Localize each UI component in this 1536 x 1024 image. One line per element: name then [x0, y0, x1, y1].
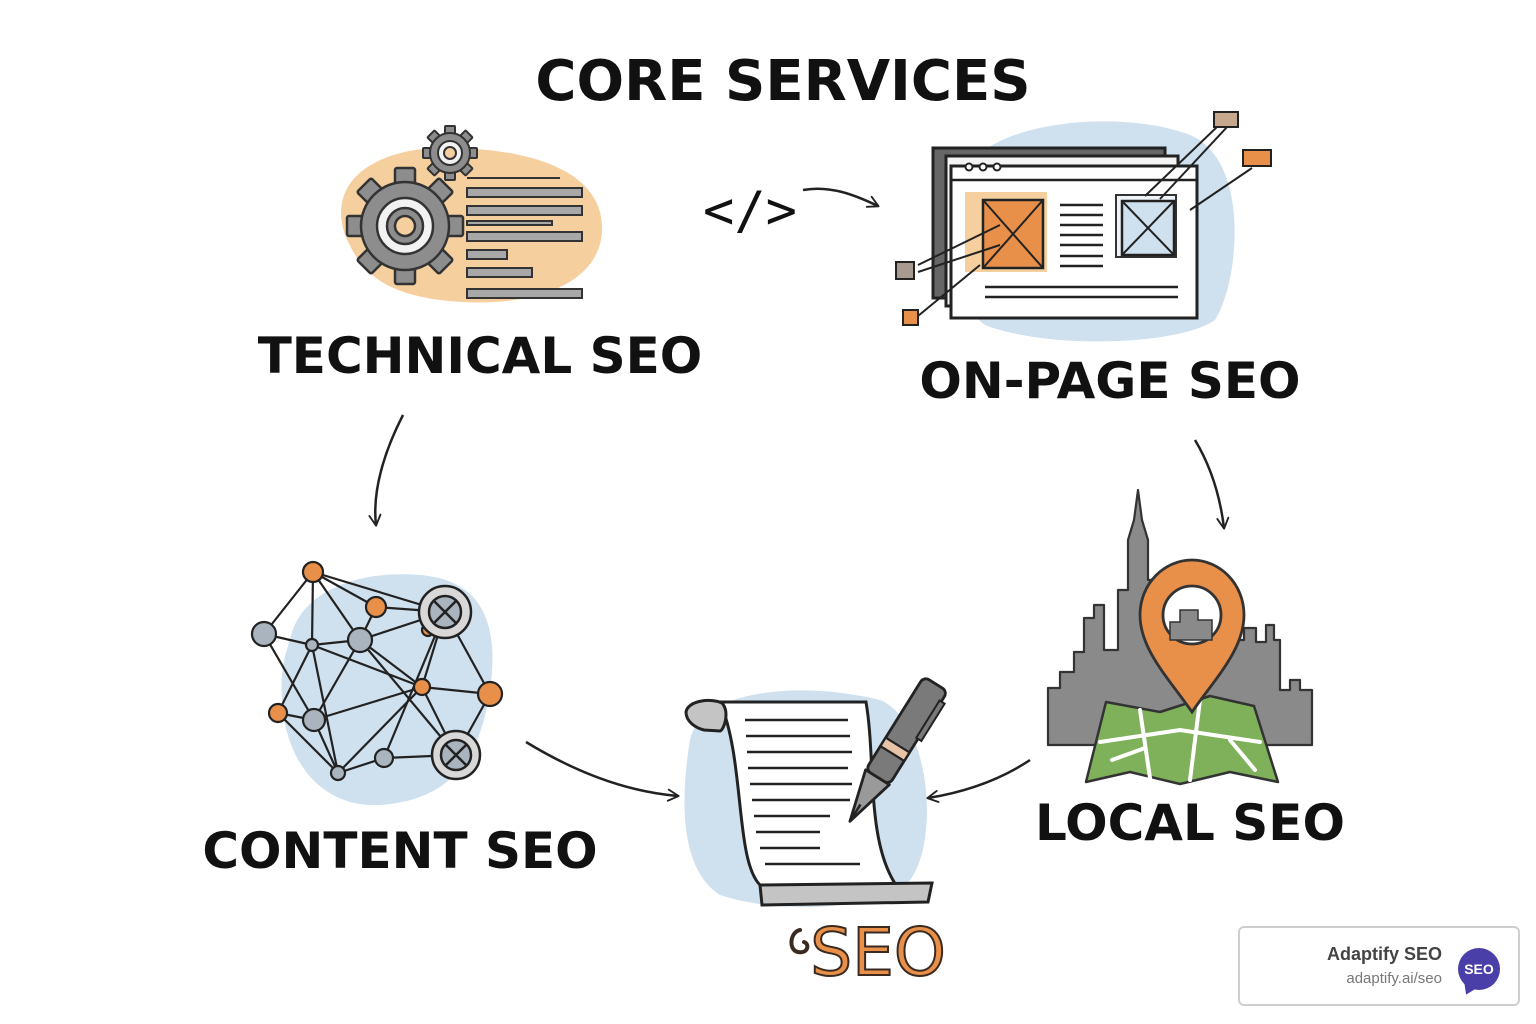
gears-code-icon [341, 125, 603, 303]
arrow-content-to-center [525, 740, 680, 802]
service-label-technical: TECHNICAL SEO [258, 327, 703, 385]
arrow-onpage-to-local [1193, 439, 1230, 530]
center-seo-label: SEO [810, 914, 946, 991]
network-graph-icon [250, 560, 504, 806]
diagram-title: CORE SERVICES [535, 49, 1030, 114]
seo-logo-icon: SEO [1458, 948, 1500, 990]
arrow-code-to-onpage [802, 187, 880, 208]
service-label-onpage: ON-PAGE SEO [919, 352, 1300, 410]
adaptify-badge[interactable]: Adaptify SEO adaptify.ai/seo SEO [1238, 926, 1520, 1006]
arrow-technical-to-content [368, 414, 405, 527]
center-seo-flourish [789, 928, 810, 955]
webpage-layout-icon [895, 111, 1272, 342]
badge-url[interactable]: adaptify.ai/seo [1346, 970, 1442, 987]
badge-name: Adaptify SEO [1326, 944, 1442, 964]
service-label-local: LOCAL SEO [1035, 794, 1345, 852]
code-symbol: </> [703, 181, 797, 241]
arrow-local-to-center [926, 758, 1031, 803]
service-label-content: CONTENT SEO [202, 822, 597, 880]
scroll-pen-icon [684, 677, 947, 907]
city-map-pin-icon [1046, 488, 1314, 786]
